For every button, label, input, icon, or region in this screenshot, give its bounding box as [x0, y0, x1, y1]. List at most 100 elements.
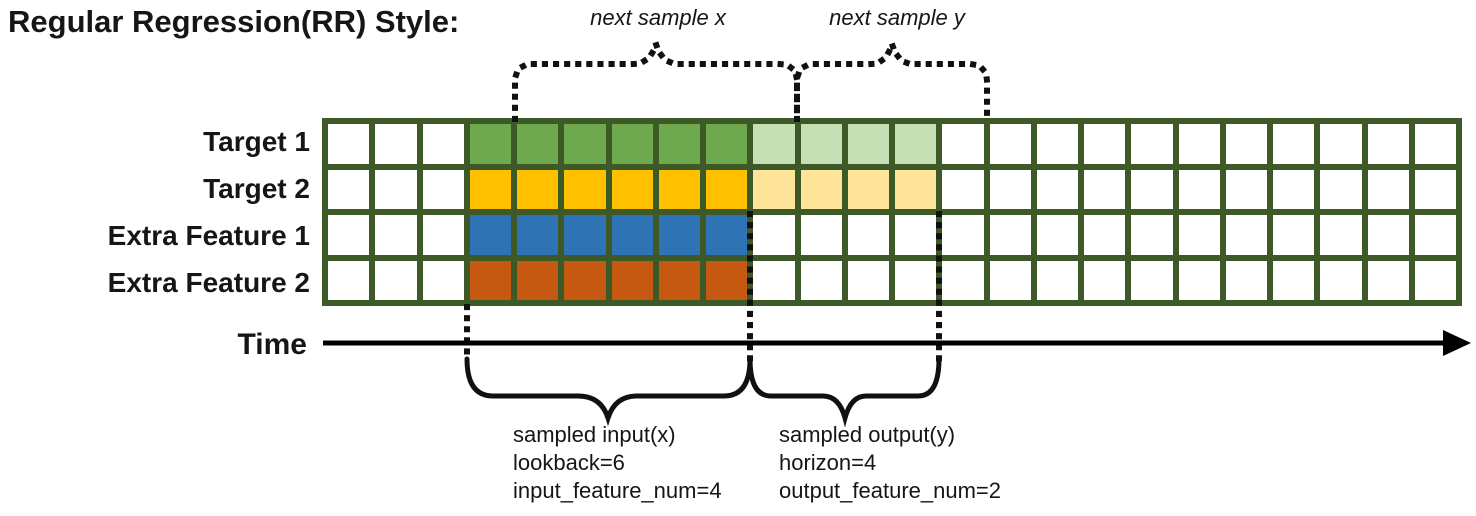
cell-r0-c15 [1036, 124, 1078, 164]
cell-r1-c20 [1273, 169, 1315, 209]
cell-r3-c15 [1036, 260, 1078, 300]
cell-r1-c21 [1320, 169, 1362, 209]
cell-r2-c18 [1178, 215, 1220, 255]
cell-r2-c7 [658, 215, 700, 255]
cell-r3-c17 [1131, 260, 1173, 300]
cell-r3-c9 [753, 260, 795, 300]
cell-r1-c8 [706, 169, 748, 209]
row-label-extra-feature-2: Extra Feature 2 [107, 267, 310, 298]
cell-r3-c3 [469, 260, 511, 300]
cell-r0-c1 [375, 124, 417, 164]
cell-r2-c4 [517, 215, 559, 255]
cell-r1-c12 [895, 169, 937, 209]
sampled-output-title: sampled output(y) [779, 422, 956, 447]
cell-r2-c5 [564, 215, 606, 255]
cell-r2-c9 [753, 215, 795, 255]
cell-r1-c22 [1367, 169, 1409, 209]
cell-r1-c4 [517, 169, 559, 209]
next-sample-y-brace [794, 33, 990, 122]
lookback-value: lookback=6 [513, 450, 625, 475]
cell-r0-c17 [1131, 124, 1173, 164]
cell-r3-c11 [847, 260, 889, 300]
cell-r1-c7 [658, 169, 700, 209]
cell-r2-c15 [1036, 215, 1078, 255]
cell-r3-c5 [564, 260, 606, 300]
cell-r2-c0 [328, 215, 370, 255]
cell-r0-c20 [1273, 124, 1315, 164]
next-sample-x-label: next sample x [590, 5, 726, 30]
cell-r0-c0 [328, 124, 370, 164]
cell-r1-c9 [753, 169, 795, 209]
cell-r2-c12 [895, 215, 937, 255]
cell-r1-c18 [1178, 169, 1220, 209]
cell-r3-c6 [611, 260, 653, 300]
cell-r0-c3 [469, 124, 511, 164]
cell-r0-c14 [989, 124, 1031, 164]
cell-r2-c21 [1320, 215, 1362, 255]
cell-r1-c15 [1036, 169, 1078, 209]
cell-r0-c11 [847, 124, 889, 164]
cell-r3-c16 [1084, 260, 1126, 300]
cell-r2-c22 [1367, 215, 1409, 255]
cell-r1-c13 [942, 169, 984, 209]
cell-r0-c21 [1320, 124, 1362, 164]
time-arrow-head [1443, 330, 1471, 356]
cell-r0-c18 [1178, 124, 1220, 164]
cell-r0-c23 [1414, 124, 1456, 164]
cell-r2-c19 [1225, 215, 1267, 255]
cell-r0-c6 [611, 124, 653, 164]
cell-r2-c17 [1131, 215, 1173, 255]
cell-r3-c19 [1225, 260, 1267, 300]
row-label-extra-feature-1: Extra Feature 1 [107, 220, 310, 251]
cell-r1-c0 [328, 169, 370, 209]
row-label-target-1: Target 1 [203, 126, 310, 157]
cell-r1-c16 [1084, 169, 1126, 209]
cell-r2-c2 [422, 215, 464, 255]
cell-r3-c4 [517, 260, 559, 300]
cell-r1-c10 [800, 169, 842, 209]
cell-r3-c18 [1178, 260, 1220, 300]
sampled-output-brace [747, 356, 942, 428]
cell-r3-c20 [1273, 260, 1315, 300]
cell-r2-c6 [611, 215, 653, 255]
next-sample-y-label: next sample y [829, 5, 965, 30]
cell-r0-c7 [658, 124, 700, 164]
cell-r2-c8 [706, 215, 748, 255]
cell-r3-c10 [800, 260, 842, 300]
cell-r0-c8 [706, 124, 748, 164]
cell-r2-c10 [800, 215, 842, 255]
cell-r0-c9 [753, 124, 795, 164]
cell-r2-c13 [942, 215, 984, 255]
cell-r2-c20 [1273, 215, 1315, 255]
cell-r3-c7 [658, 260, 700, 300]
cell-r1-c17 [1131, 169, 1173, 209]
cell-r3-c0 [328, 260, 370, 300]
cell-r2-c16 [1084, 215, 1126, 255]
cell-r1-c19 [1225, 169, 1267, 209]
cell-r3-c13 [942, 260, 984, 300]
cell-r2-c3 [469, 215, 511, 255]
row-label-target-2: Target 2 [203, 173, 310, 204]
sampled-input-brace [464, 356, 753, 427]
cell-r1-c6 [611, 169, 653, 209]
cell-r0-c19 [1225, 124, 1267, 164]
cell-r3-c12 [895, 260, 937, 300]
cell-r3-c21 [1320, 260, 1362, 300]
next-sample-x-brace [512, 33, 800, 122]
cell-r2-c14 [989, 215, 1031, 255]
cell-r0-c2 [422, 124, 464, 164]
cell-r0-c13 [942, 124, 984, 164]
horizon-value: horizon=4 [779, 450, 877, 475]
cell-r0-c5 [564, 124, 606, 164]
sampled-input-annotation: sampled input(x) lookback=6 input_featur… [513, 421, 722, 505]
cell-r0-c10 [800, 124, 842, 164]
cell-r1-c3 [469, 169, 511, 209]
cell-r2-c1 [375, 215, 417, 255]
cell-r3-c14 [989, 260, 1031, 300]
cell-r0-c22 [1367, 124, 1409, 164]
cell-r0-c4 [517, 124, 559, 164]
cell-r1-c1 [375, 169, 417, 209]
cell-r0-c16 [1084, 124, 1126, 164]
cell-r3-c2 [422, 260, 464, 300]
sampled-input-title: sampled input(x) [513, 422, 676, 447]
